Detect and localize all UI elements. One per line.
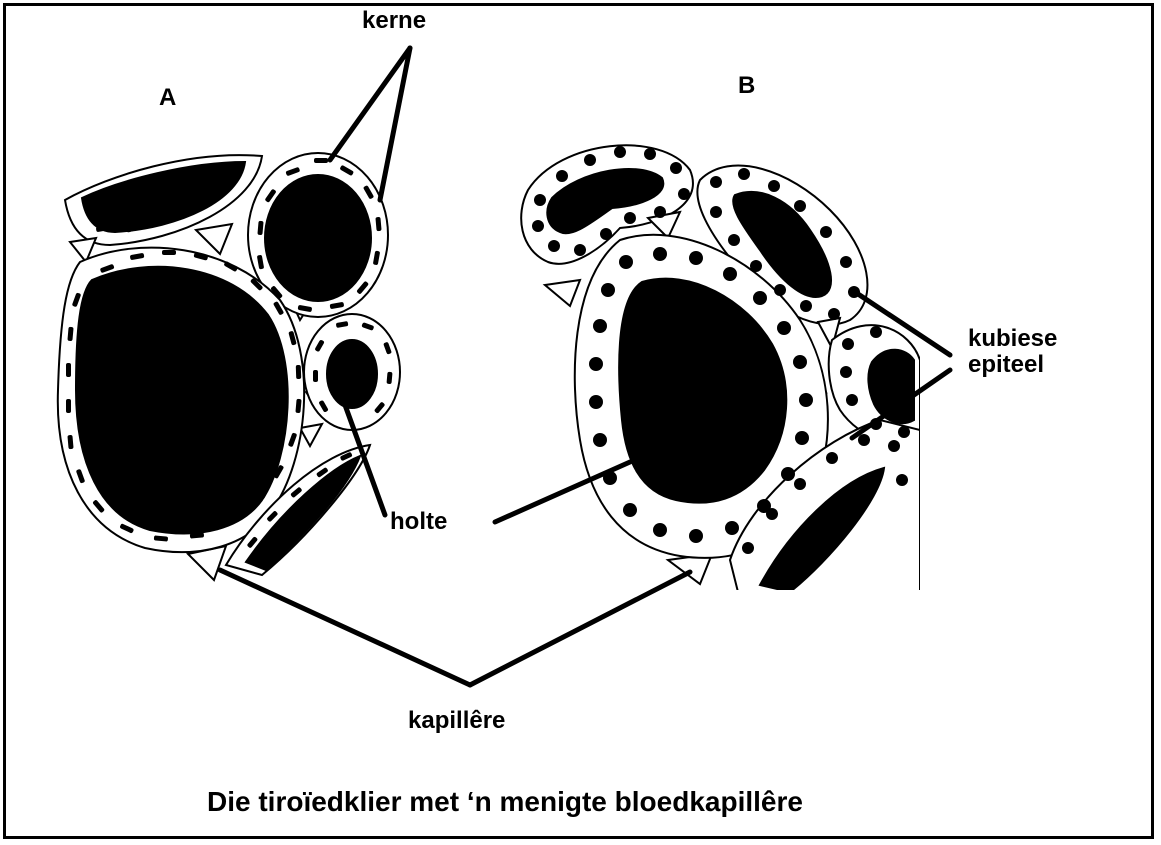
colloid-a-small — [327, 340, 377, 408]
leader-kapillere-2 — [470, 572, 690, 685]
panel-b-label: B — [738, 74, 755, 98]
panel-a-tissue — [58, 153, 400, 580]
label-cuboidal-epithelium-line2: epiteel — [968, 353, 1044, 377]
capillary-a-2 — [196, 224, 232, 254]
label-cuboidal-epithelium-line1: kubiese — [968, 327, 1057, 351]
capillary-a-5 — [300, 424, 322, 446]
colloid-a-top-right — [265, 175, 371, 301]
capillary-b-2 — [545, 280, 580, 306]
label-capillaries: kapillêre — [408, 709, 505, 733]
label-nuclei: kerne — [362, 9, 426, 33]
figure-caption: Die tiroïedklier met ‘n menigte bloedkap… — [207, 788, 803, 816]
label-cavity: holte — [390, 510, 447, 534]
leader-kapillere-1 — [220, 570, 470, 685]
panel-a-label: A — [159, 86, 176, 110]
colloid-a-large — [76, 267, 288, 534]
